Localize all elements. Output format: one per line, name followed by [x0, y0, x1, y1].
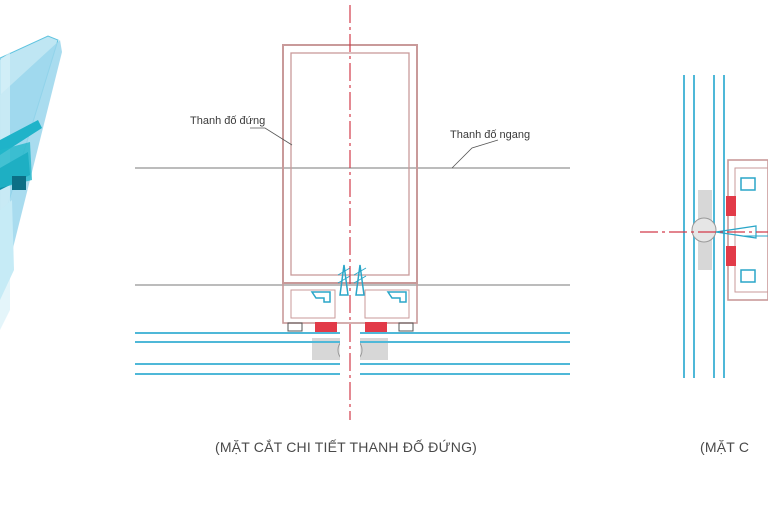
label-vertical-mullion: Thanh đố đứng	[190, 115, 265, 127]
label-horizontal-transom: Thanh đố ngang	[450, 129, 530, 141]
caption-center: (MẶT CẮT CHI TIẾT THANH ĐỐ ĐỨNG)	[215, 438, 477, 455]
caption-right-partial: (MẶT C	[700, 439, 749, 455]
glass-panes-center	[135, 330, 570, 376]
leader-vertical-mullion	[250, 127, 293, 146]
glass-panel-3d	[0, 35, 62, 330]
leader-horizontal-transom	[451, 139, 499, 169]
transom-profile-right	[691, 159, 768, 301]
